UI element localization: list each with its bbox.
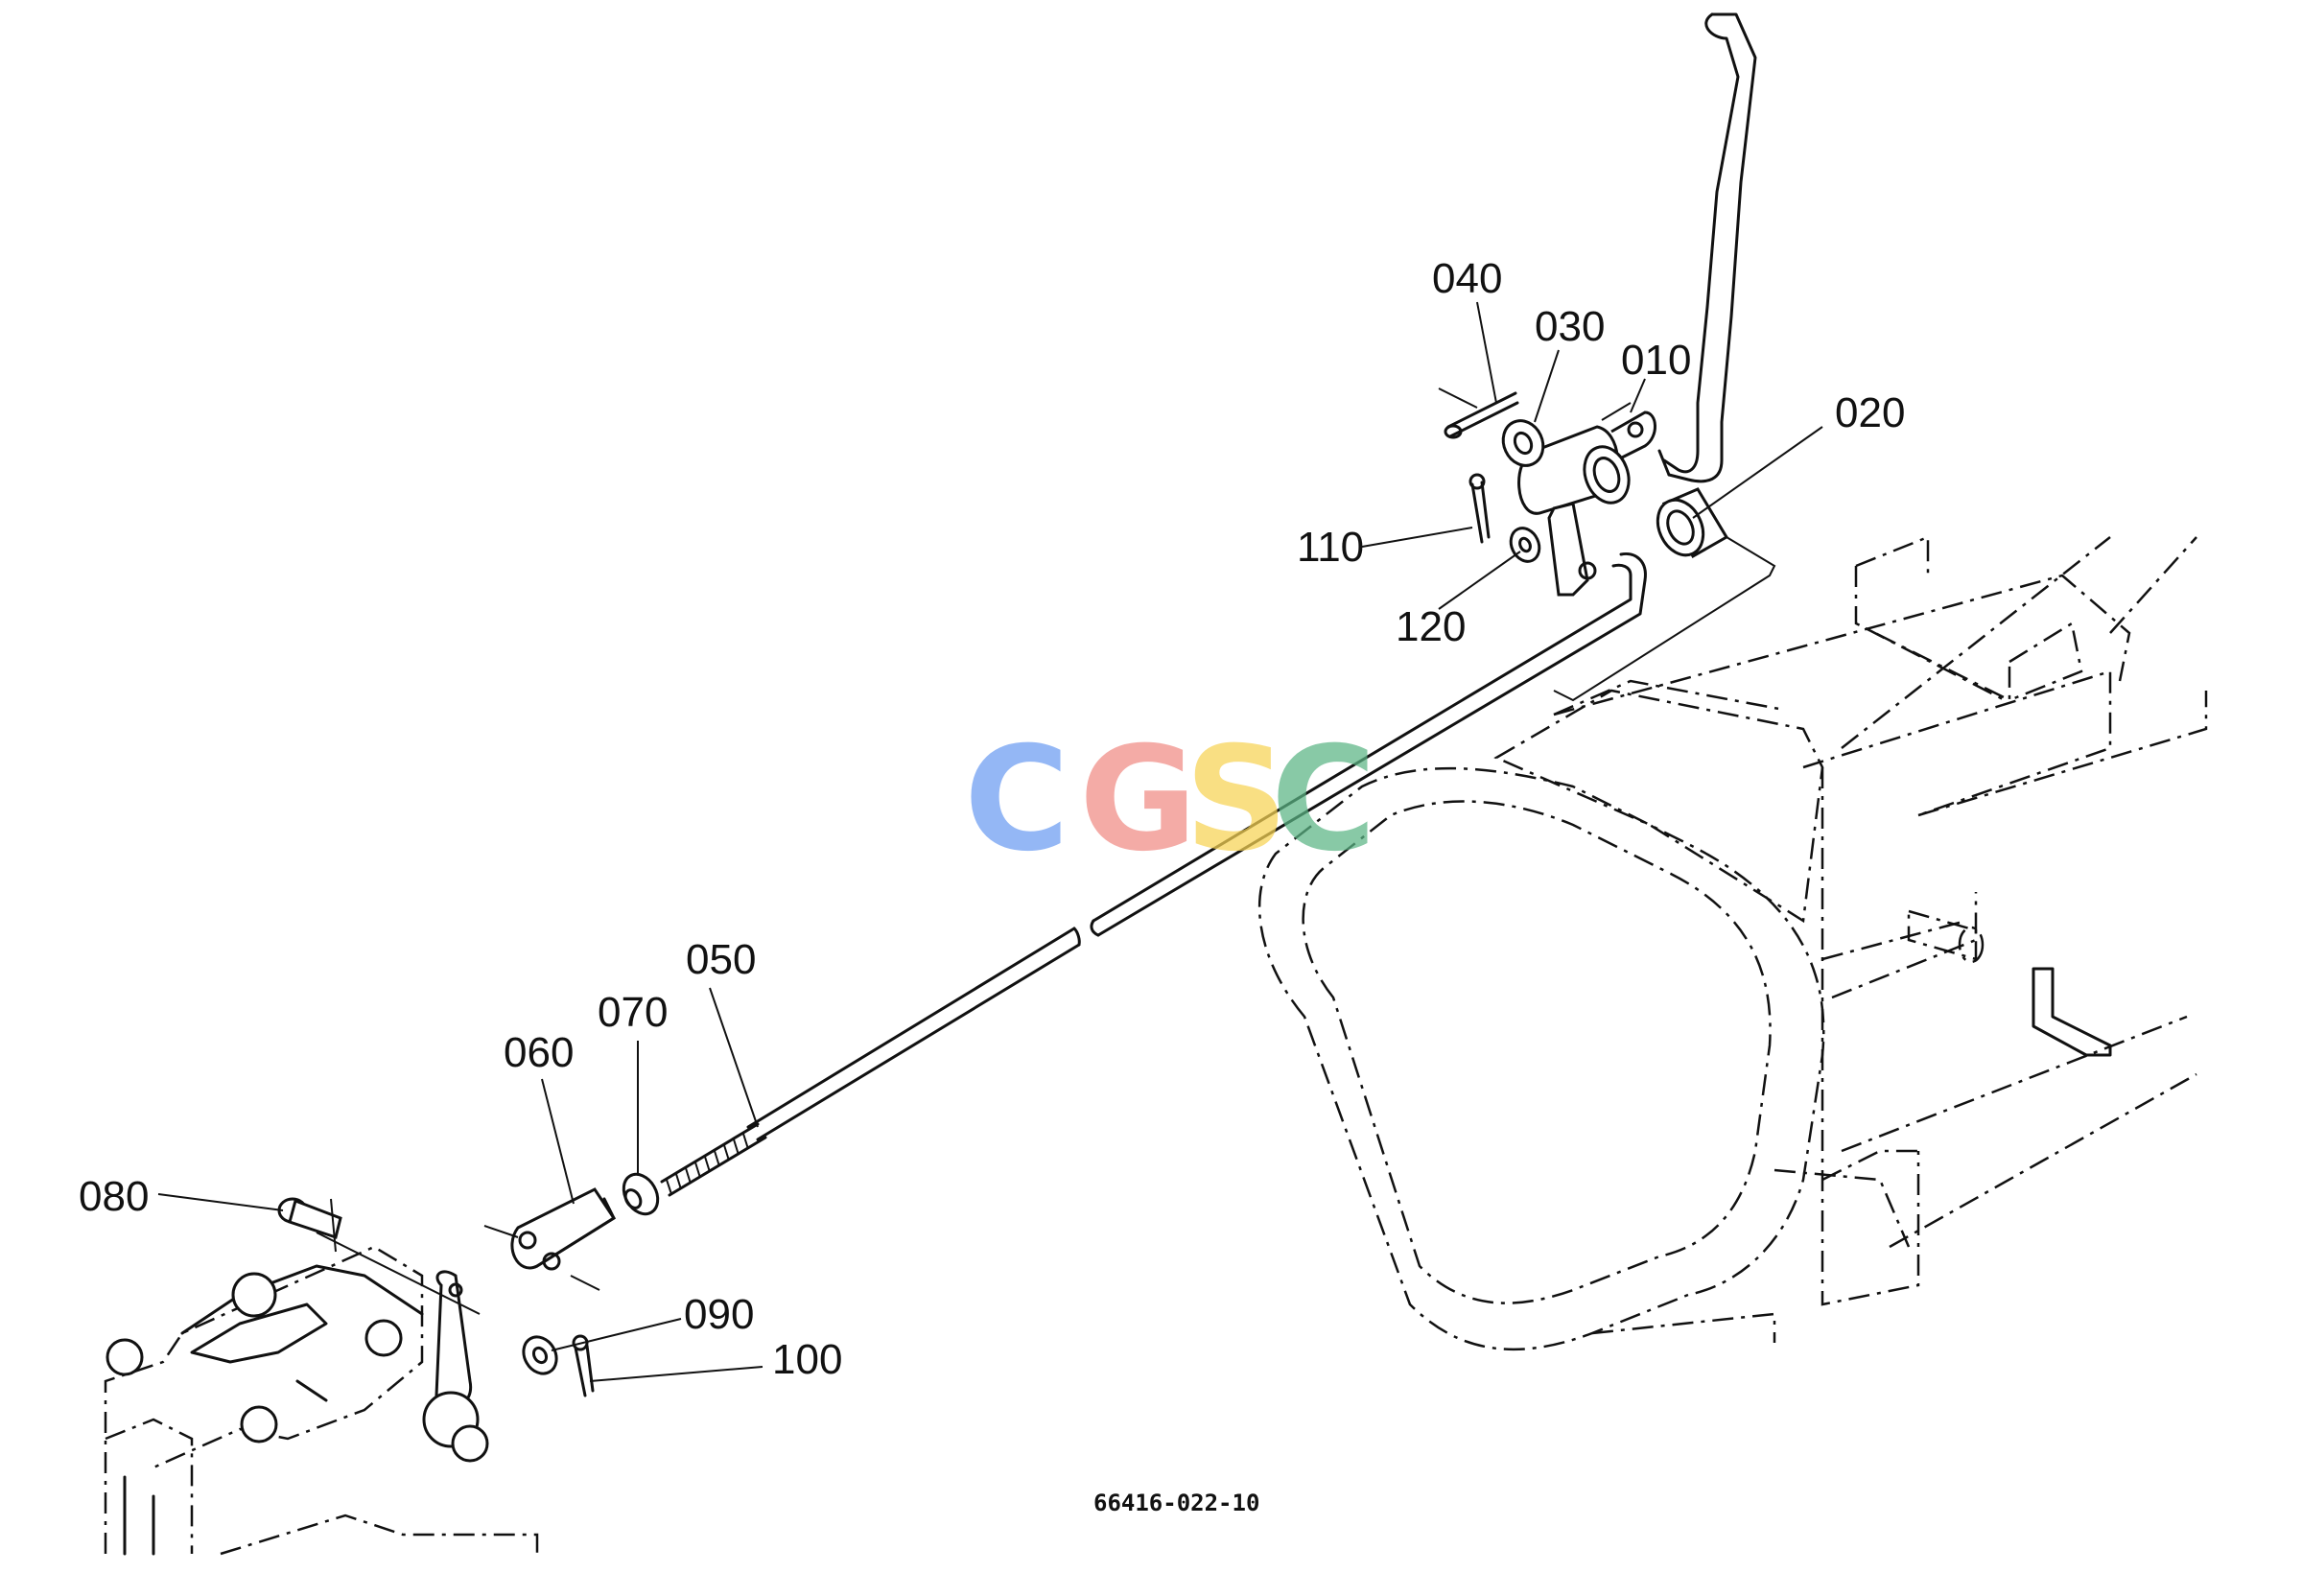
watermark-letter-c1: C <box>964 716 1069 883</box>
part-label-120: 120 <box>1396 603 1466 650</box>
leader-110 <box>1361 527 1473 548</box>
watermark-letter-c2: C <box>1271 716 1376 883</box>
part-label-010: 010 <box>1621 337 1691 384</box>
part-label-040: 040 <box>1432 255 1502 302</box>
nut-070 <box>622 1172 660 1216</box>
leader-100 <box>589 1366 763 1382</box>
leader-030 <box>1534 349 1560 423</box>
leader-020 <box>1692 426 1823 519</box>
leader-050 <box>709 987 759 1128</box>
lever-arm-010 <box>1517 402 1656 597</box>
part-label-110: 110 <box>1297 524 1364 571</box>
cotter-pin-110 <box>1468 473 1491 544</box>
throttle-lever <box>1657 12 1757 483</box>
washer-090 <box>522 1335 558 1375</box>
part-label-050: 050 <box>686 936 756 983</box>
part-label-030: 030 <box>1535 303 1605 350</box>
clevis-060 <box>483 1187 617 1291</box>
part-labels: 040 030 010 020 110 120 050 070 060 080 … <box>79 255 1905 1383</box>
part-label-100: 100 <box>772 1336 842 1383</box>
pin-080 <box>277 1197 481 1315</box>
leader-060 <box>541 1078 575 1205</box>
part-label-080: 080 <box>79 1173 149 1220</box>
governor-housing <box>104 1245 539 1556</box>
cotter-pin-040 <box>1438 387 1519 439</box>
drawing-code: 66416-022-10 <box>1093 1490 1259 1516</box>
leader-040 <box>1476 301 1497 404</box>
rod-thread <box>660 1122 767 1197</box>
control-rod <box>660 552 1647 1197</box>
watermark-letter-g: G <box>1079 716 1197 883</box>
part-label-070: 070 <box>598 989 668 1036</box>
part-label-090: 090 <box>684 1291 754 1338</box>
watermark-letter-s: S <box>1185 716 1288 883</box>
part-label-020: 020 <box>1835 389 1905 436</box>
washer-030 <box>1501 419 1545 467</box>
leader-080 <box>157 1193 284 1211</box>
leader-lines <box>157 301 1823 1382</box>
transmission-housing <box>1257 535 2208 1351</box>
leader-090 <box>551 1318 682 1351</box>
governor-lever <box>422 1270 489 1463</box>
washer-120 <box>1509 527 1541 563</box>
leader-120 <box>1438 551 1521 610</box>
watermark: C G S C <box>964 716 1376 883</box>
part-label-060: 060 <box>504 1029 574 1076</box>
leader-010 <box>1630 378 1646 413</box>
cotter-pin-100 <box>572 1334 595 1397</box>
bushing-020 <box>1553 487 1776 702</box>
